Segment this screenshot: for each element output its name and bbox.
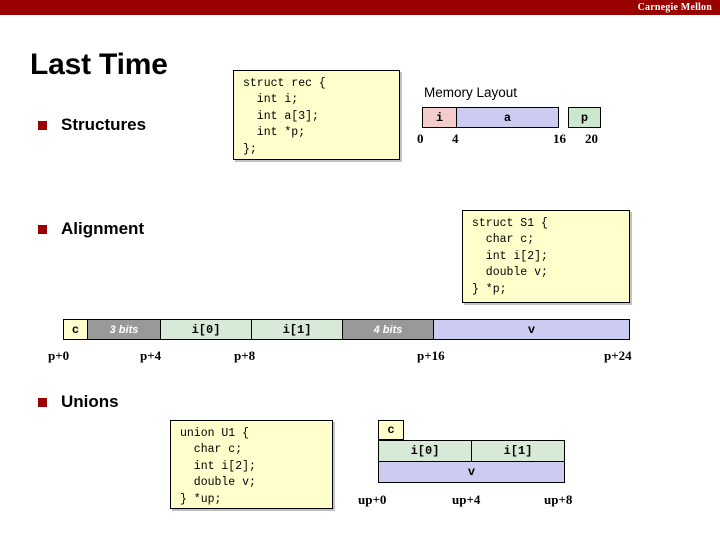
alignment-cell-c: c [63, 319, 88, 340]
brand-text: Carnegie Mellon [637, 2, 712, 13]
alignment-cell-i0: i[0] [160, 319, 252, 340]
bullet-item-alignment: Alignment [38, 219, 144, 239]
bullet-label: Structures [61, 115, 147, 134]
alignment-cell-padding-3bits: 3 bits [87, 319, 161, 340]
alignment-offset-label: p+4 [140, 348, 162, 363]
alignment-cell-padding-4bits: 4 bits [342, 319, 434, 340]
memory-offset-label: 20 [585, 131, 598, 146]
union-cell-i0: i[0] [378, 440, 472, 462]
alignment-offset-label: p+24 [604, 348, 632, 363]
union-offset-label: up+0 [358, 492, 387, 507]
code-block-union-u1: union U1 { char c; int i[2]; double v; }… [170, 420, 333, 509]
alignment-cell-i1: i[1] [251, 319, 343, 340]
page-title: Last Time [30, 48, 168, 81]
memory-offset-label: 4 [452, 131, 459, 146]
union-cell-v: v [378, 461, 565, 483]
code-block-struct-s1: struct S1 { char c; int i[2]; double v; … [462, 210, 630, 303]
memory-cell-i: i [422, 107, 457, 128]
memory-offset-label: 0 [417, 131, 424, 146]
bullet-item-unions: Unions [38, 392, 119, 412]
square-bullet-icon [38, 397, 47, 407]
alignment-offset-label: p+8 [234, 348, 256, 363]
union-offset-label: up+4 [452, 492, 481, 507]
alignment-offset-label: p+0 [48, 348, 70, 363]
union-cell-c: c [378, 420, 404, 440]
bullet-label: Unions [61, 392, 119, 411]
bullet-label: Alignment [61, 219, 145, 238]
bullet-item-structures: Structures [38, 115, 146, 135]
union-cell-i1: i[1] [471, 440, 565, 462]
memory-layout-title: Memory Layout [424, 85, 518, 100]
header-banner [0, 0, 720, 15]
alignment-cell-v: v [433, 319, 630, 340]
alignment-offset-label: p+16 [417, 348, 445, 363]
memory-offset-label: 16 [553, 131, 566, 146]
union-offset-label: up+8 [544, 492, 573, 507]
square-bullet-icon [38, 120, 47, 130]
memory-cell-p: p [568, 107, 601, 128]
memory-cell-a: a [456, 107, 559, 128]
square-bullet-icon [38, 224, 47, 234]
code-block-struct-rec: struct rec { int i; int a[3]; int *p; }; [233, 70, 400, 160]
